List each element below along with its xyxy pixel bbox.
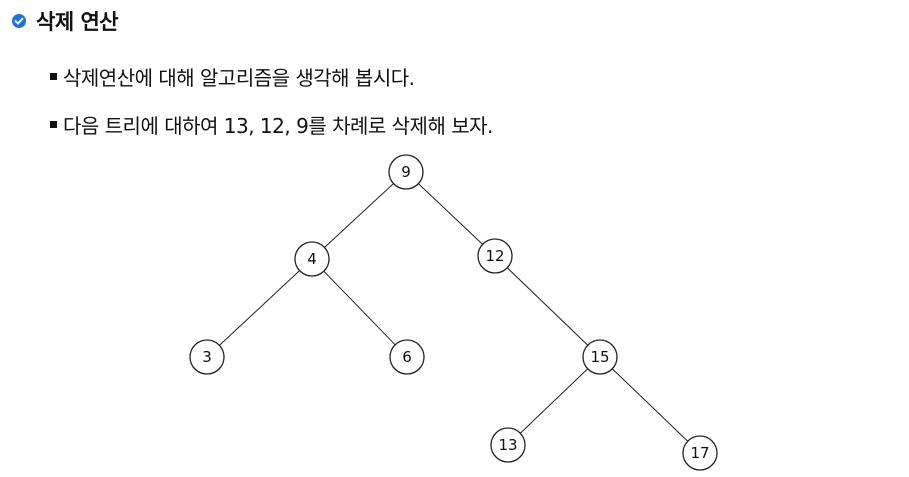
tree-node-15: 15 xyxy=(582,339,618,375)
tree-edge-9-12 xyxy=(418,183,483,245)
tree-edge-15-17 xyxy=(611,368,689,442)
tree-node-17: 17 xyxy=(682,435,718,471)
tree-node-label: 15 xyxy=(590,348,609,366)
tree-node-label: 17 xyxy=(690,444,709,462)
tree-node-3: 3 xyxy=(189,339,225,375)
tree-node-circle xyxy=(477,238,513,274)
tree-node-9: 9 xyxy=(388,154,424,190)
tree-edge-15-13 xyxy=(519,368,589,434)
tree-edge-4-3 xyxy=(219,270,300,346)
tree-node-label: 13 xyxy=(498,436,517,454)
tree-node-label: 6 xyxy=(402,348,412,366)
tree-node-12: 12 xyxy=(477,238,513,274)
square-bullet-icon xyxy=(50,73,57,80)
tree-edge-12-15 xyxy=(506,267,589,346)
tree-node-6: 6 xyxy=(389,339,425,375)
section-title: 삭제 연산 xyxy=(12,8,119,34)
tree-node-circle xyxy=(389,339,425,375)
bullet-text-2: 다음 트리에 대하여 13, 12, 9를 차례로 삭제해 보자. xyxy=(63,114,493,138)
title-text: 삭제 연산 xyxy=(36,10,119,34)
tree-node-circle xyxy=(388,154,424,190)
bullet-text-1: 삭제연산에 대해 알고리즘을 생각해 봅시다. xyxy=(63,66,415,90)
tree-node-label: 12 xyxy=(485,247,504,265)
tree-edge-4-6 xyxy=(323,270,396,346)
tree-node-label: 9 xyxy=(401,163,411,181)
tree-node-13: 13 xyxy=(490,427,526,463)
tree-node-circle xyxy=(682,435,718,471)
tree-node-circle xyxy=(189,339,225,375)
tree-node-circle xyxy=(294,241,330,277)
tree-node-circle xyxy=(582,339,618,375)
check-circle-icon xyxy=(12,14,26,28)
square-bullet-icon xyxy=(50,121,57,128)
bullet-item-2: 다음 트리에 대하여 13, 12, 9를 차례로 삭제해 보자. xyxy=(50,110,493,139)
tree-edge-9-4 xyxy=(324,183,394,248)
tree-node-circle xyxy=(490,427,526,463)
tree-node-label: 3 xyxy=(202,348,212,366)
bullet-item-1: 삭제연산에 대해 알고리즘을 생각해 봅시다. xyxy=(50,62,415,91)
tree-node-label: 4 xyxy=(307,250,317,268)
tree-node-4: 4 xyxy=(294,241,330,277)
